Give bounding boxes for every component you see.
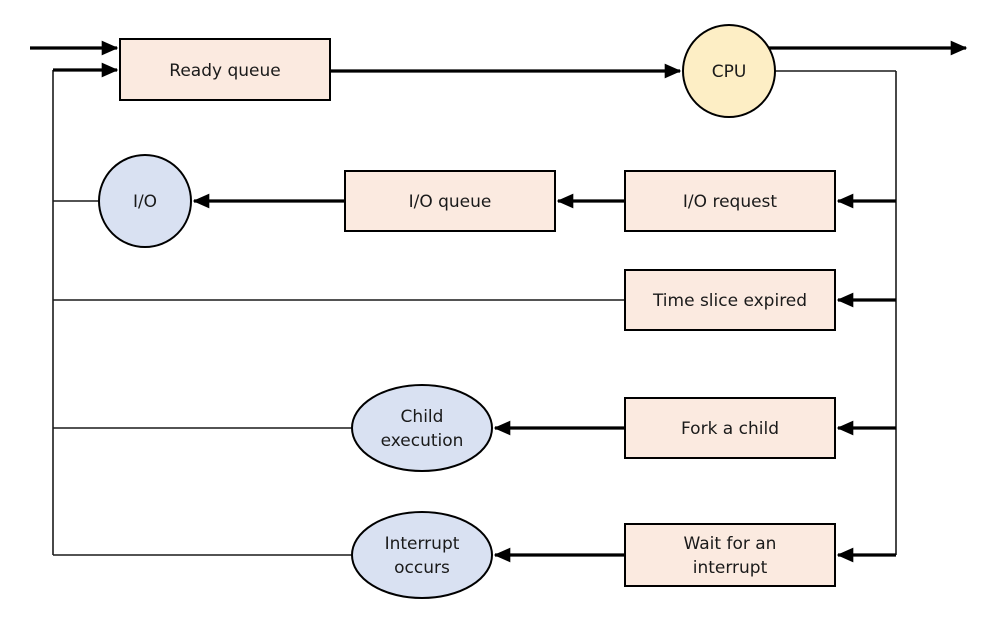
node-io-queue[interactable]: I/O queue — [344, 170, 556, 232]
io-queue-box[interactable] — [344, 170, 556, 232]
child-execution-ellipse[interactable] — [351, 384, 493, 472]
interrupt-occurs-ellipse[interactable] — [351, 511, 493, 599]
fork-a-child-box[interactable] — [624, 397, 836, 459]
node-interrupt-occurs[interactable]: Interrupt occurs — [351, 511, 493, 599]
cpu-circle[interactable] — [682, 24, 776, 118]
wait-for-interrupt-box[interactable] — [624, 523, 836, 587]
ready-queue-box[interactable] — [119, 38, 331, 101]
connector-layer — [30, 40, 968, 563]
node-fork-a-child[interactable]: Fork a child — [624, 397, 836, 459]
io-request-box[interactable] — [624, 170, 836, 232]
time-slice-expired-box[interactable] — [624, 269, 836, 331]
node-ready-queue[interactable]: Ready queue — [119, 38, 331, 101]
node-io[interactable]: I/O — [98, 154, 192, 248]
node-time-slice-expired[interactable]: Time slice expired — [624, 269, 836, 331]
io-circle[interactable] — [98, 154, 192, 248]
node-wait-for-interrupt[interactable]: Wait for an interrupt — [624, 523, 836, 587]
node-child-execution[interactable]: Child execution — [351, 384, 493, 472]
node-cpu[interactable]: CPU — [682, 24, 776, 118]
node-io-request[interactable]: I/O request — [624, 170, 836, 232]
